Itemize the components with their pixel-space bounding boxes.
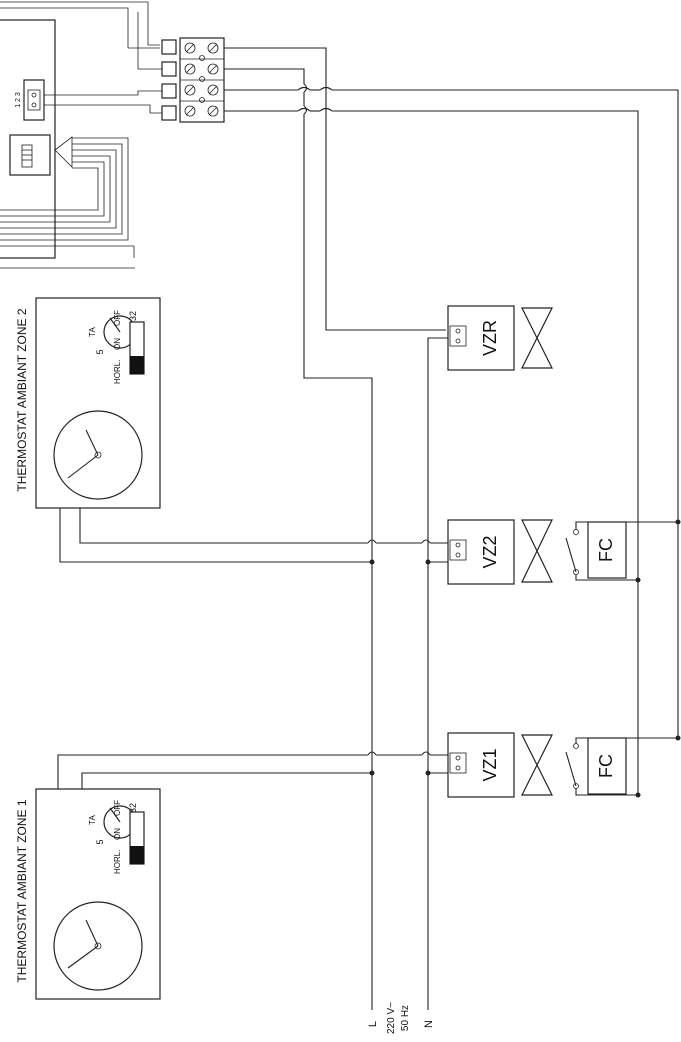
mode-switch: OFF ON HORL.	[113, 310, 145, 384]
zone1-switch-horl: HORL.	[113, 850, 122, 874]
fc-lower-label: FC	[596, 754, 616, 778]
line-label: L	[367, 1021, 379, 1027]
thermostat-zone-2-title: THERMOSTAT AMBIANT ZONE 2	[15, 308, 29, 491]
valve-vz1: VZ1	[447, 732, 553, 798]
board-connector: 1 2 3	[15, 79, 45, 121]
temperature-dial-icon: TA 5 32	[88, 311, 138, 355]
mode-switch: OFF ON HORL.	[113, 800, 145, 874]
valve-symbol-icon	[521, 734, 553, 796]
clock-icon	[53, 901, 143, 991]
valve-vz2: VZ2	[447, 519, 553, 585]
valve-vz2-label: VZ2	[480, 535, 500, 568]
frequency-label: 50 Hz	[400, 1005, 411, 1031]
terminal-screws	[184, 42, 219, 117]
limit-switch-lower: FC	[565, 735, 681, 798]
dip-switch-block	[9, 134, 73, 176]
neutral-label: N	[423, 1020, 435, 1028]
zone2-dial-min: 5	[95, 349, 105, 354]
terminal-wires	[224, 47, 679, 795]
clock-icon	[53, 410, 143, 500]
limit-switch-upper: FC	[565, 519, 681, 583]
voltage-label: 220 V~	[386, 1002, 397, 1034]
valve-symbol-icon	[521, 307, 553, 369]
zone2-dial-max: 32	[128, 311, 138, 321]
zone2-switch-off: OFF	[113, 310, 122, 326]
thermostat-zone-2: THERMOSTAT AMBIANT ZONE 2 TA 5 32 OFF ON…	[15, 297, 448, 565]
valve-symbol-icon	[521, 519, 553, 583]
control-board: 1 2 3	[0, 1, 160, 269]
zone1-switch-off: OFF	[113, 800, 122, 816]
thermostat-zone-1-title: THERMOSTAT AMBIANT ZONE 1	[15, 799, 29, 982]
zone1-dial-label: TA	[88, 815, 97, 825]
power-rails	[371, 337, 448, 1010]
fc-upper-label: FC	[596, 538, 616, 562]
zone1-dial-min: 5	[95, 839, 105, 844]
zone1-switch-on: ON	[113, 828, 122, 840]
valve-vzr: VZR	[447, 305, 553, 371]
connector-pin-labels: 1 2 3	[15, 92, 22, 108]
thermostat-zone-1: THERMOSTAT AMBIANT ZONE 1 TA 5 32 OFF ON…	[15, 751, 448, 1000]
temperature-dial-icon: TA 5 32	[88, 803, 138, 845]
zone2-switch-on: ON	[113, 338, 122, 350]
valve-vz1-label: VZ1	[480, 748, 500, 781]
terminal-block	[44, 12, 225, 123]
valve-vzr-label: VZR	[480, 320, 500, 356]
zone1-dial-max: 32	[128, 803, 138, 813]
zone2-dial-label: TA	[88, 327, 97, 337]
zone2-switch-horl: HORL.	[113, 360, 122, 384]
power-supply-labels: L 220 V~ 50 Hz N	[367, 1002, 435, 1034]
